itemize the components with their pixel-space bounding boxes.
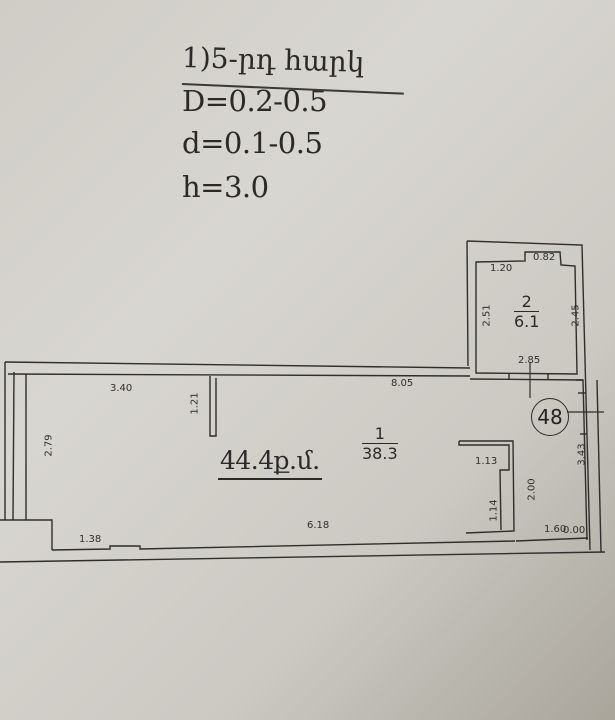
niche-wall (459, 440, 515, 534)
dim-room2-left: 2.51 (481, 304, 493, 327)
dim-room2-top-right: 0.82 (533, 252, 556, 263)
room1-area: 38.3 (362, 444, 398, 463)
dim-corridor-left: 2.00 (526, 478, 538, 501)
outer-wall-top (4, 361, 471, 369)
dim-niche-top: 1.13 (475, 456, 498, 467)
dim-room2-right: 2.45 (570, 304, 582, 327)
dim-corridor-bottom-overlap: 0.00 (563, 525, 586, 536)
room2-outer-wall (466, 240, 591, 551)
room2-label: 2 6.1 (514, 292, 540, 331)
dim-room2-top-left: 1.20 (490, 263, 513, 274)
dim-room1-bottom-left: 1.38 (79, 534, 102, 545)
param-height: h=3.0 (182, 170, 269, 204)
room1-label: 1 38.3 (362, 424, 398, 463)
room2-area: 6.1 (514, 312, 540, 331)
floor-header: 1)5-րդ հարկ D=0.2-0.5 d=0.1-0.5 h=3.0 (182, 38, 404, 210)
total-area: 44.4ք.մ. (218, 446, 322, 480)
dim-niche-side: 1.14 (488, 499, 500, 522)
dim-room1-top-right: 8.05 (391, 378, 414, 389)
outer-wall-bottom (0, 551, 606, 563)
dim-corridor-bottom: 1.60 (544, 524, 567, 535)
partition-stub (209, 376, 217, 437)
room1-number: 1 (362, 424, 398, 444)
param-inner-wall: d=0.1-0.5 (182, 126, 323, 160)
dim-room2-bottom: 2.85 (518, 355, 541, 366)
dim-room1-left: 2.79 (43, 434, 55, 457)
dim-partition-stub: 1.21 (189, 392, 201, 415)
dim-corridor-right: 3.43 (576, 443, 588, 466)
dim-room1-top-left: 3.40 (110, 383, 133, 394)
apartment-number-badge: 48 (531, 398, 569, 436)
dim-room1-bottom: 6.18 (307, 520, 330, 531)
room2-number: 2 (514, 292, 540, 312)
